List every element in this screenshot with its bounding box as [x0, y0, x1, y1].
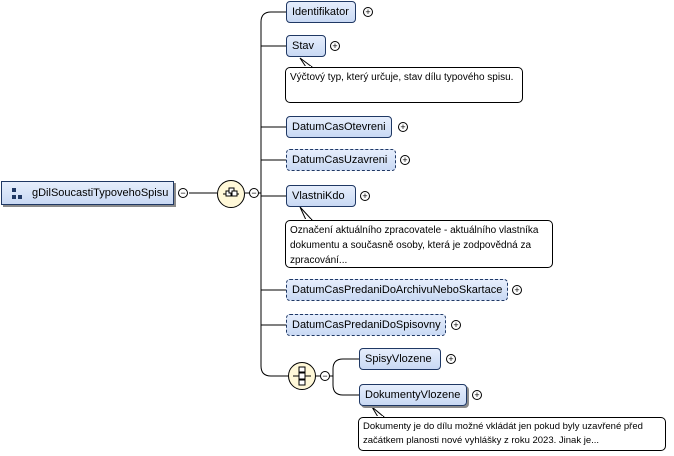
expand-icon[interactable]: + — [363, 7, 373, 17]
expand-icon[interactable]: + — [472, 390, 482, 400]
expand-icon[interactable]: + — [360, 191, 370, 201]
expand-icon[interactable]: + — [451, 320, 461, 330]
sub-sequence-compositor[interactable] — [288, 362, 316, 390]
expand-icon[interactable]: + — [398, 122, 408, 132]
expand-icon[interactable]: + — [330, 41, 340, 51]
vlastni-kdo-annotation: Označení aktuálního zpracovatele - aktuá… — [285, 220, 553, 268]
root-group-node[interactable]: gDilSoucastiTypovehoSpisu — [1, 181, 174, 205]
element-datum-cas-otevreni[interactable]: DatumCasOtevreni — [286, 116, 392, 138]
element-vlastni-kdo[interactable]: VlastniKdo — [286, 185, 356, 207]
sequence-compositor[interactable] — [217, 180, 245, 208]
sequence-compositor-icon — [293, 366, 311, 386]
sequence-compositor-icon — [223, 187, 239, 197]
expand-icon[interactable]: + — [400, 155, 410, 165]
element-dokumenty-vlozene[interactable]: DokumentyVlozene — [359, 384, 467, 406]
element-identifikator[interactable]: Identifikator — [286, 1, 356, 23]
root-group-label: gDilSoucastiTypovehoSpisu — [32, 187, 169, 199]
group-icon-square-3 — [18, 195, 22, 199]
stav-annotation: Výčtový typ, který určuje, stav dílu typ… — [285, 67, 523, 103]
collapse-icon[interactable]: − — [249, 188, 259, 198]
expand-icon[interactable]: + — [446, 354, 456, 364]
element-spisy-vlozene[interactable]: SpisyVlozene — [359, 348, 441, 370]
collapse-icon[interactable]: − — [320, 371, 330, 381]
collapse-icon[interactable]: − — [178, 188, 188, 198]
expand-icon[interactable]: + — [512, 285, 522, 295]
element-datum-cas-uzavreni[interactable]: DatumCasUzavreni — [286, 149, 396, 171]
group-icon-square-1 — [12, 188, 16, 192]
group-icon-square-2 — [12, 195, 16, 199]
element-datum-cas-predani-do-spisovny[interactable]: DatumCasPredaniDoSpisovny — [286, 314, 446, 336]
element-stav[interactable]: Stav — [286, 35, 326, 57]
element-datum-cas-predani-do-archivu[interactable]: DatumCasPredaniDoArchivuNeboSkartace — [286, 279, 508, 301]
dokumenty-vlozene-annotation: Dokumenty je do dílu možné vkládát jen p… — [358, 417, 666, 451]
